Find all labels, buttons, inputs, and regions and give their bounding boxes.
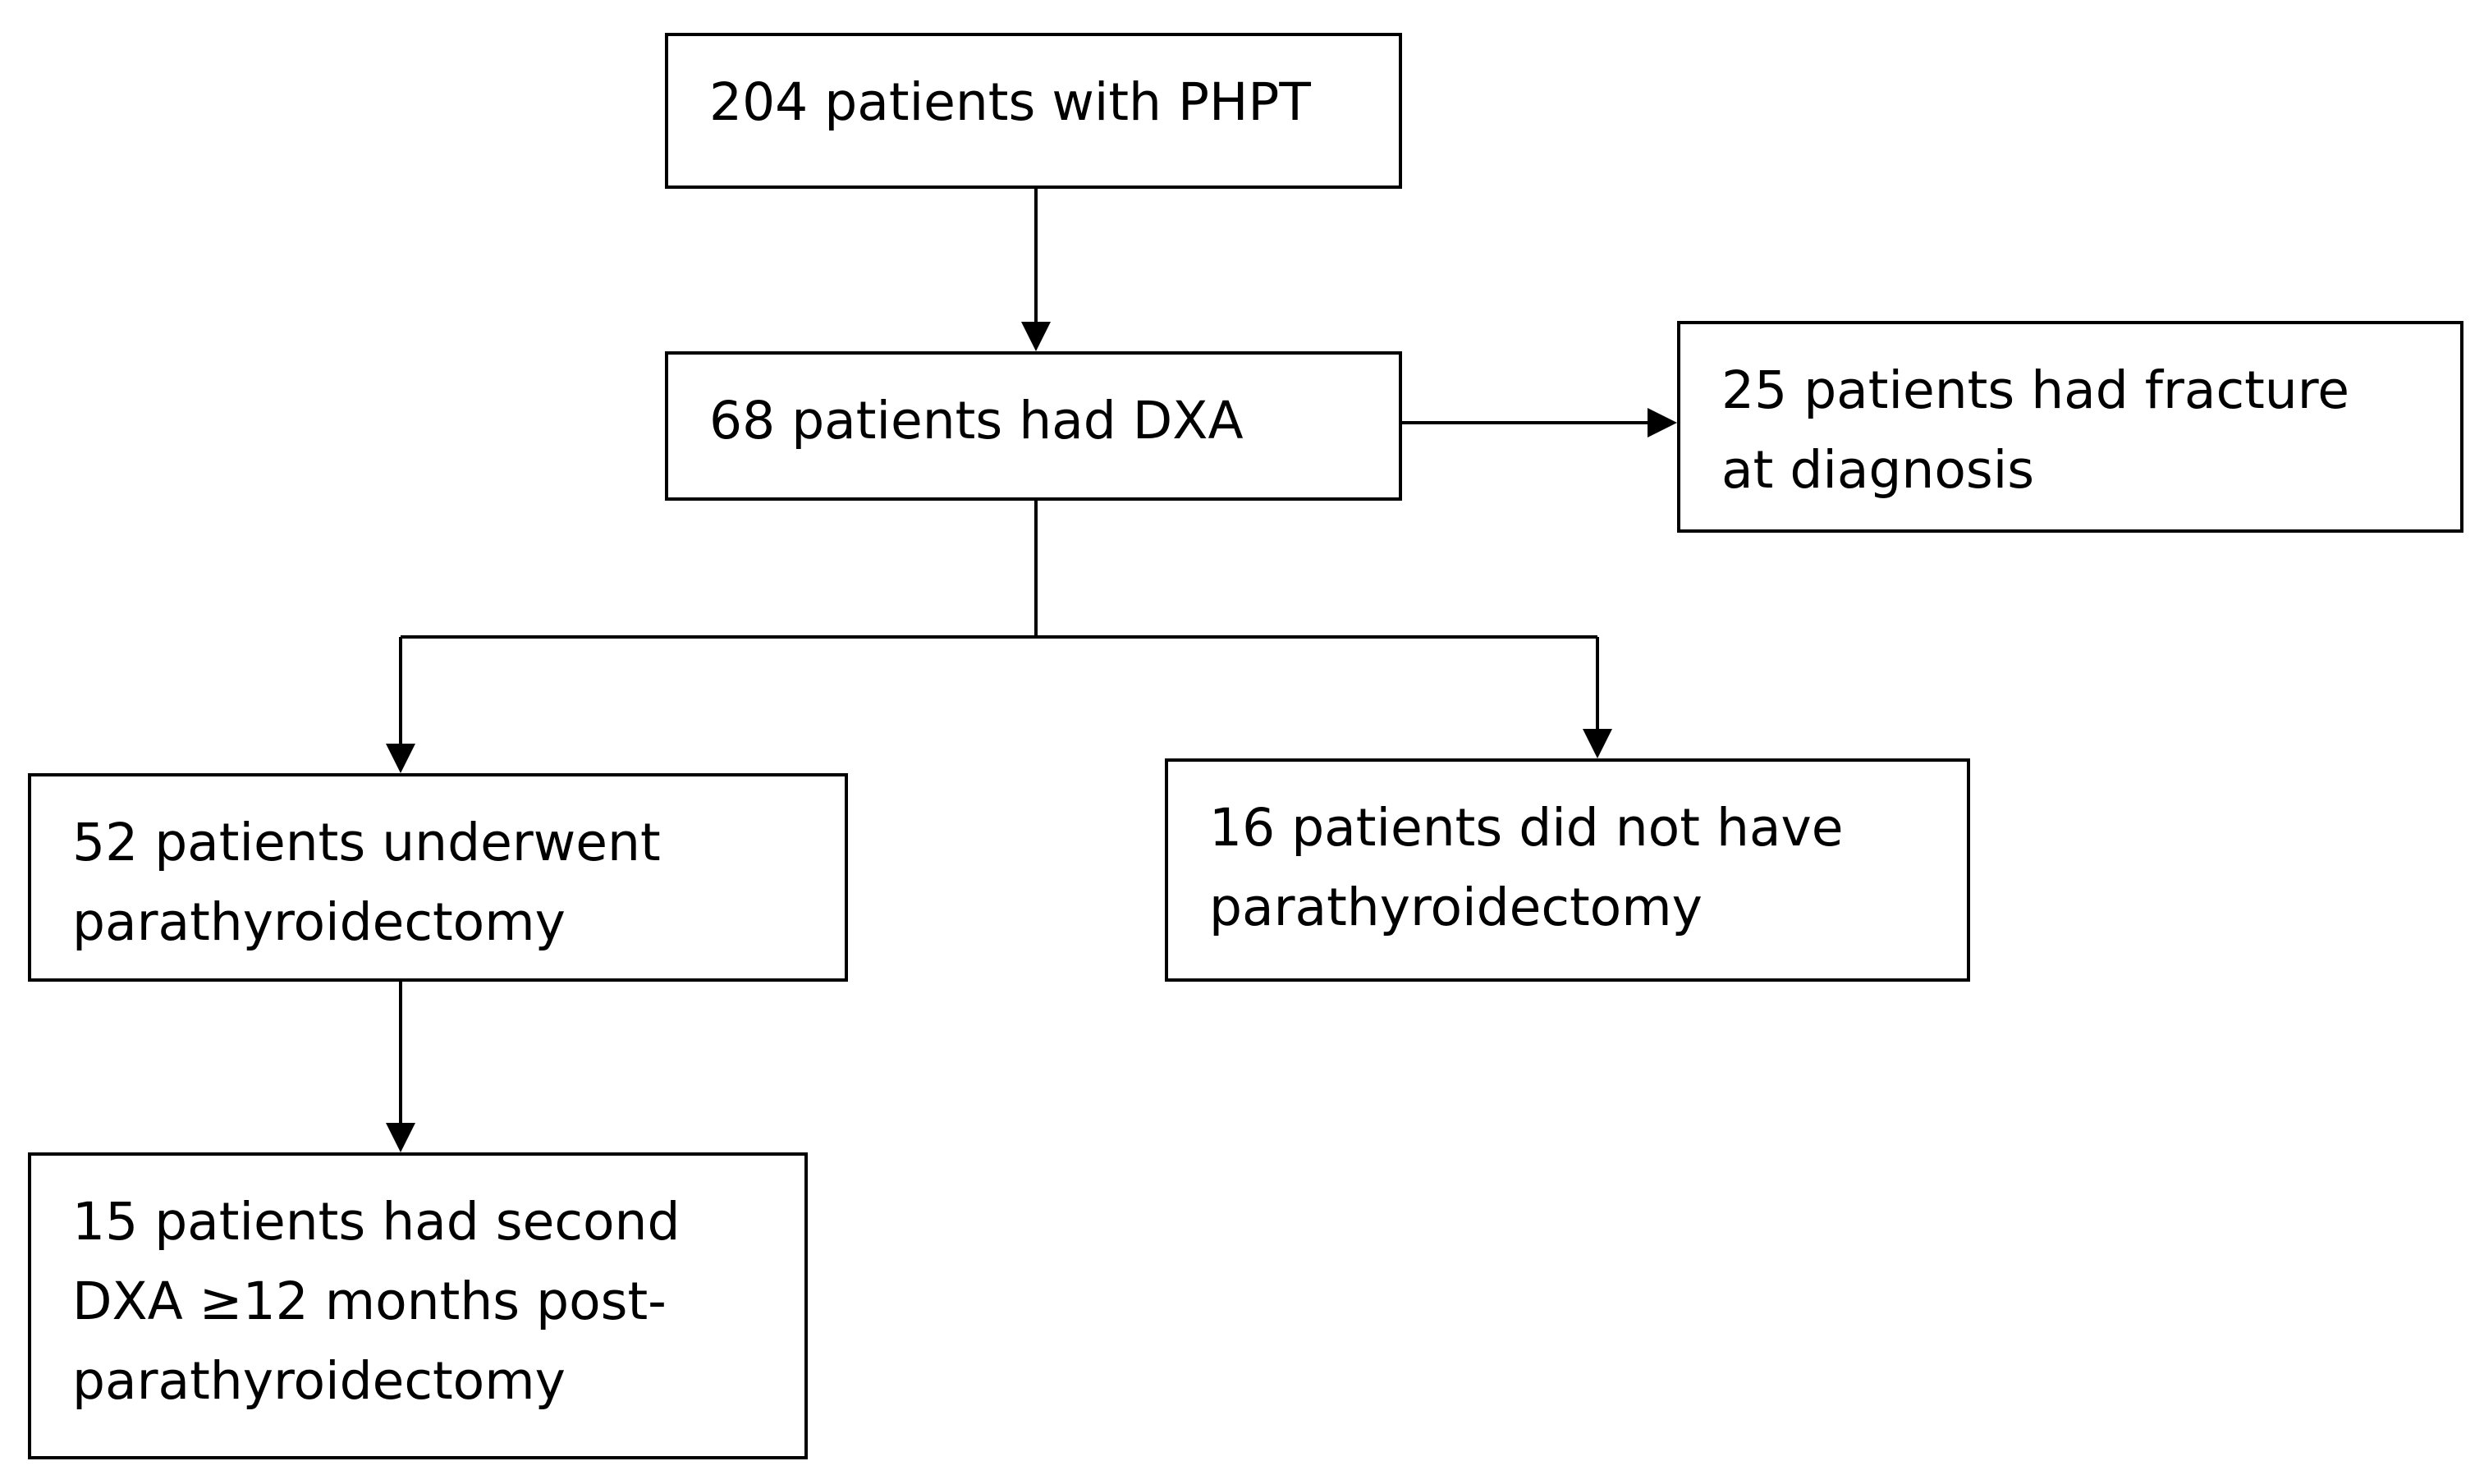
arrowhead-split-n5 [1583,729,1612,758]
arrowhead-split-n4 [386,744,415,773]
flow-box-underwent-parathyroidectomy: 52 patients underwent parathyroidectomy [28,773,848,982]
flow-box-text: DXA ≥12 months post- [72,1271,667,1331]
flow-box-text: 52 patients underwent [72,813,661,873]
arrowhead-n1-n2 [1021,322,1051,351]
flow-box-text: 15 patients had second [72,1192,681,1252]
flow-box-second-dxa: 15 patients had second DXA ≥12 months po… [28,1152,808,1459]
flow-box-text: at diagnosis [1721,440,2035,500]
flow-box-text: parathyroidectomy [72,892,566,952]
flow-box-no-parathyroidectomy: 16 patients did not have parathyroidecto… [1165,758,1970,982]
flow-box-text: 68 patients had DXA [709,391,1244,451]
flow-box-text: parathyroidectomy [72,1351,566,1411]
flow-box-text: 204 patients with PHPT [709,72,1311,132]
flow-box-text: 16 patients did not have [1209,798,1844,858]
flow-box-dxa-patients: 68 patients had DXA [665,351,1402,501]
arrowhead-n2-n3 [1648,408,1677,437]
edge-layer [386,189,1677,1152]
arrowhead-n4-n6 [386,1123,415,1152]
flow-box-fracture-at-diagnosis: 25 patients had fracture at diagnosis [1677,321,2463,533]
flow-box-text: 25 patients had fracture [1721,360,2350,420]
flow-box-total-patients: 204 patients with PHPT [665,33,1402,189]
flow-box-text: parathyroidectomy [1209,877,1703,937]
